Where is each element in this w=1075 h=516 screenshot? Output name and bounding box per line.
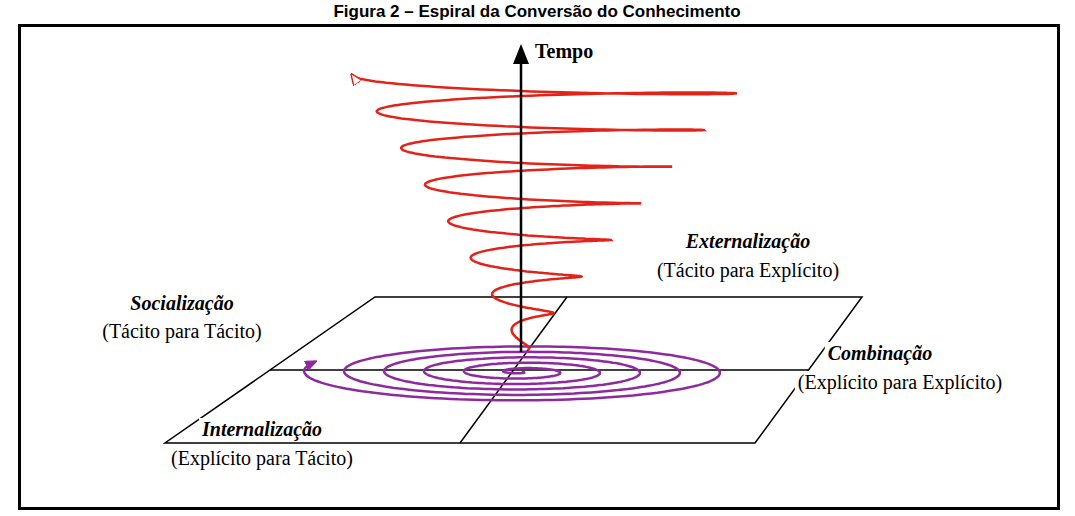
mode-description: (Explícito para Tácito) <box>168 447 356 470</box>
mode-name: Combinação <box>825 342 935 365</box>
axis-label: Tempo <box>532 40 596 63</box>
figure-title: Figura 2 – Espiral da Conversão do Conhe… <box>330 2 743 22</box>
mode-name: Externalização <box>683 230 813 253</box>
time-axis <box>520 62 523 352</box>
knowledge-spiral <box>352 75 736 350</box>
mode-description: (Explícito para Explícito) <box>795 371 1005 394</box>
plane <box>165 297 862 443</box>
mode-name: Socialização <box>127 292 236 315</box>
time-arrowhead <box>513 44 529 64</box>
mode-name: Internalização <box>199 418 325 441</box>
mode-description: (Tácito para Explícito) <box>654 259 842 282</box>
mode-description: (Tácito para Tácito) <box>99 320 265 343</box>
combination-spiral <box>304 346 720 400</box>
